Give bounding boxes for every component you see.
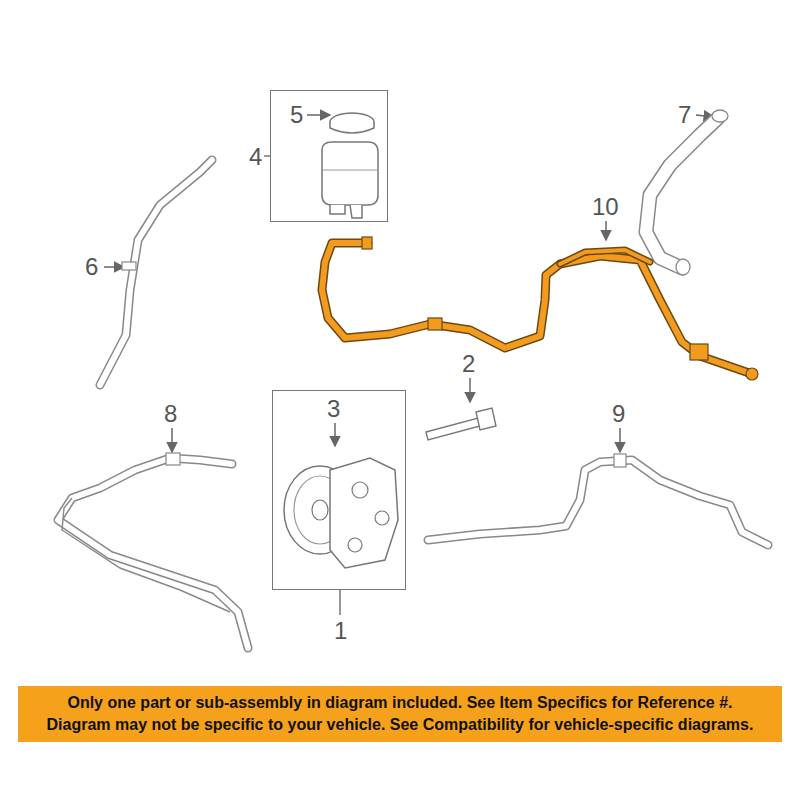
group-box: 4: [270, 90, 388, 222]
callout-number: 5: [289, 103, 304, 127]
callout-number: 3: [326, 397, 341, 421]
callout-number: 10: [591, 195, 620, 219]
callout-number: 6: [84, 255, 99, 279]
callout-number: 1: [334, 619, 347, 643]
callout-number: 9: [611, 402, 626, 426]
notice-banner: Only one part or sub-assembly in diagram…: [18, 686, 782, 742]
callout-number: 4: [249, 145, 262, 169]
notice-text: Only one part or sub-assembly in diagram…: [67, 692, 732, 714]
callout-number: 8: [163, 402, 178, 426]
notice-text: Diagram may not be specific to your vehi…: [47, 714, 754, 736]
callout-number: 2: [461, 352, 476, 376]
callout-number: 7: [677, 103, 692, 127]
